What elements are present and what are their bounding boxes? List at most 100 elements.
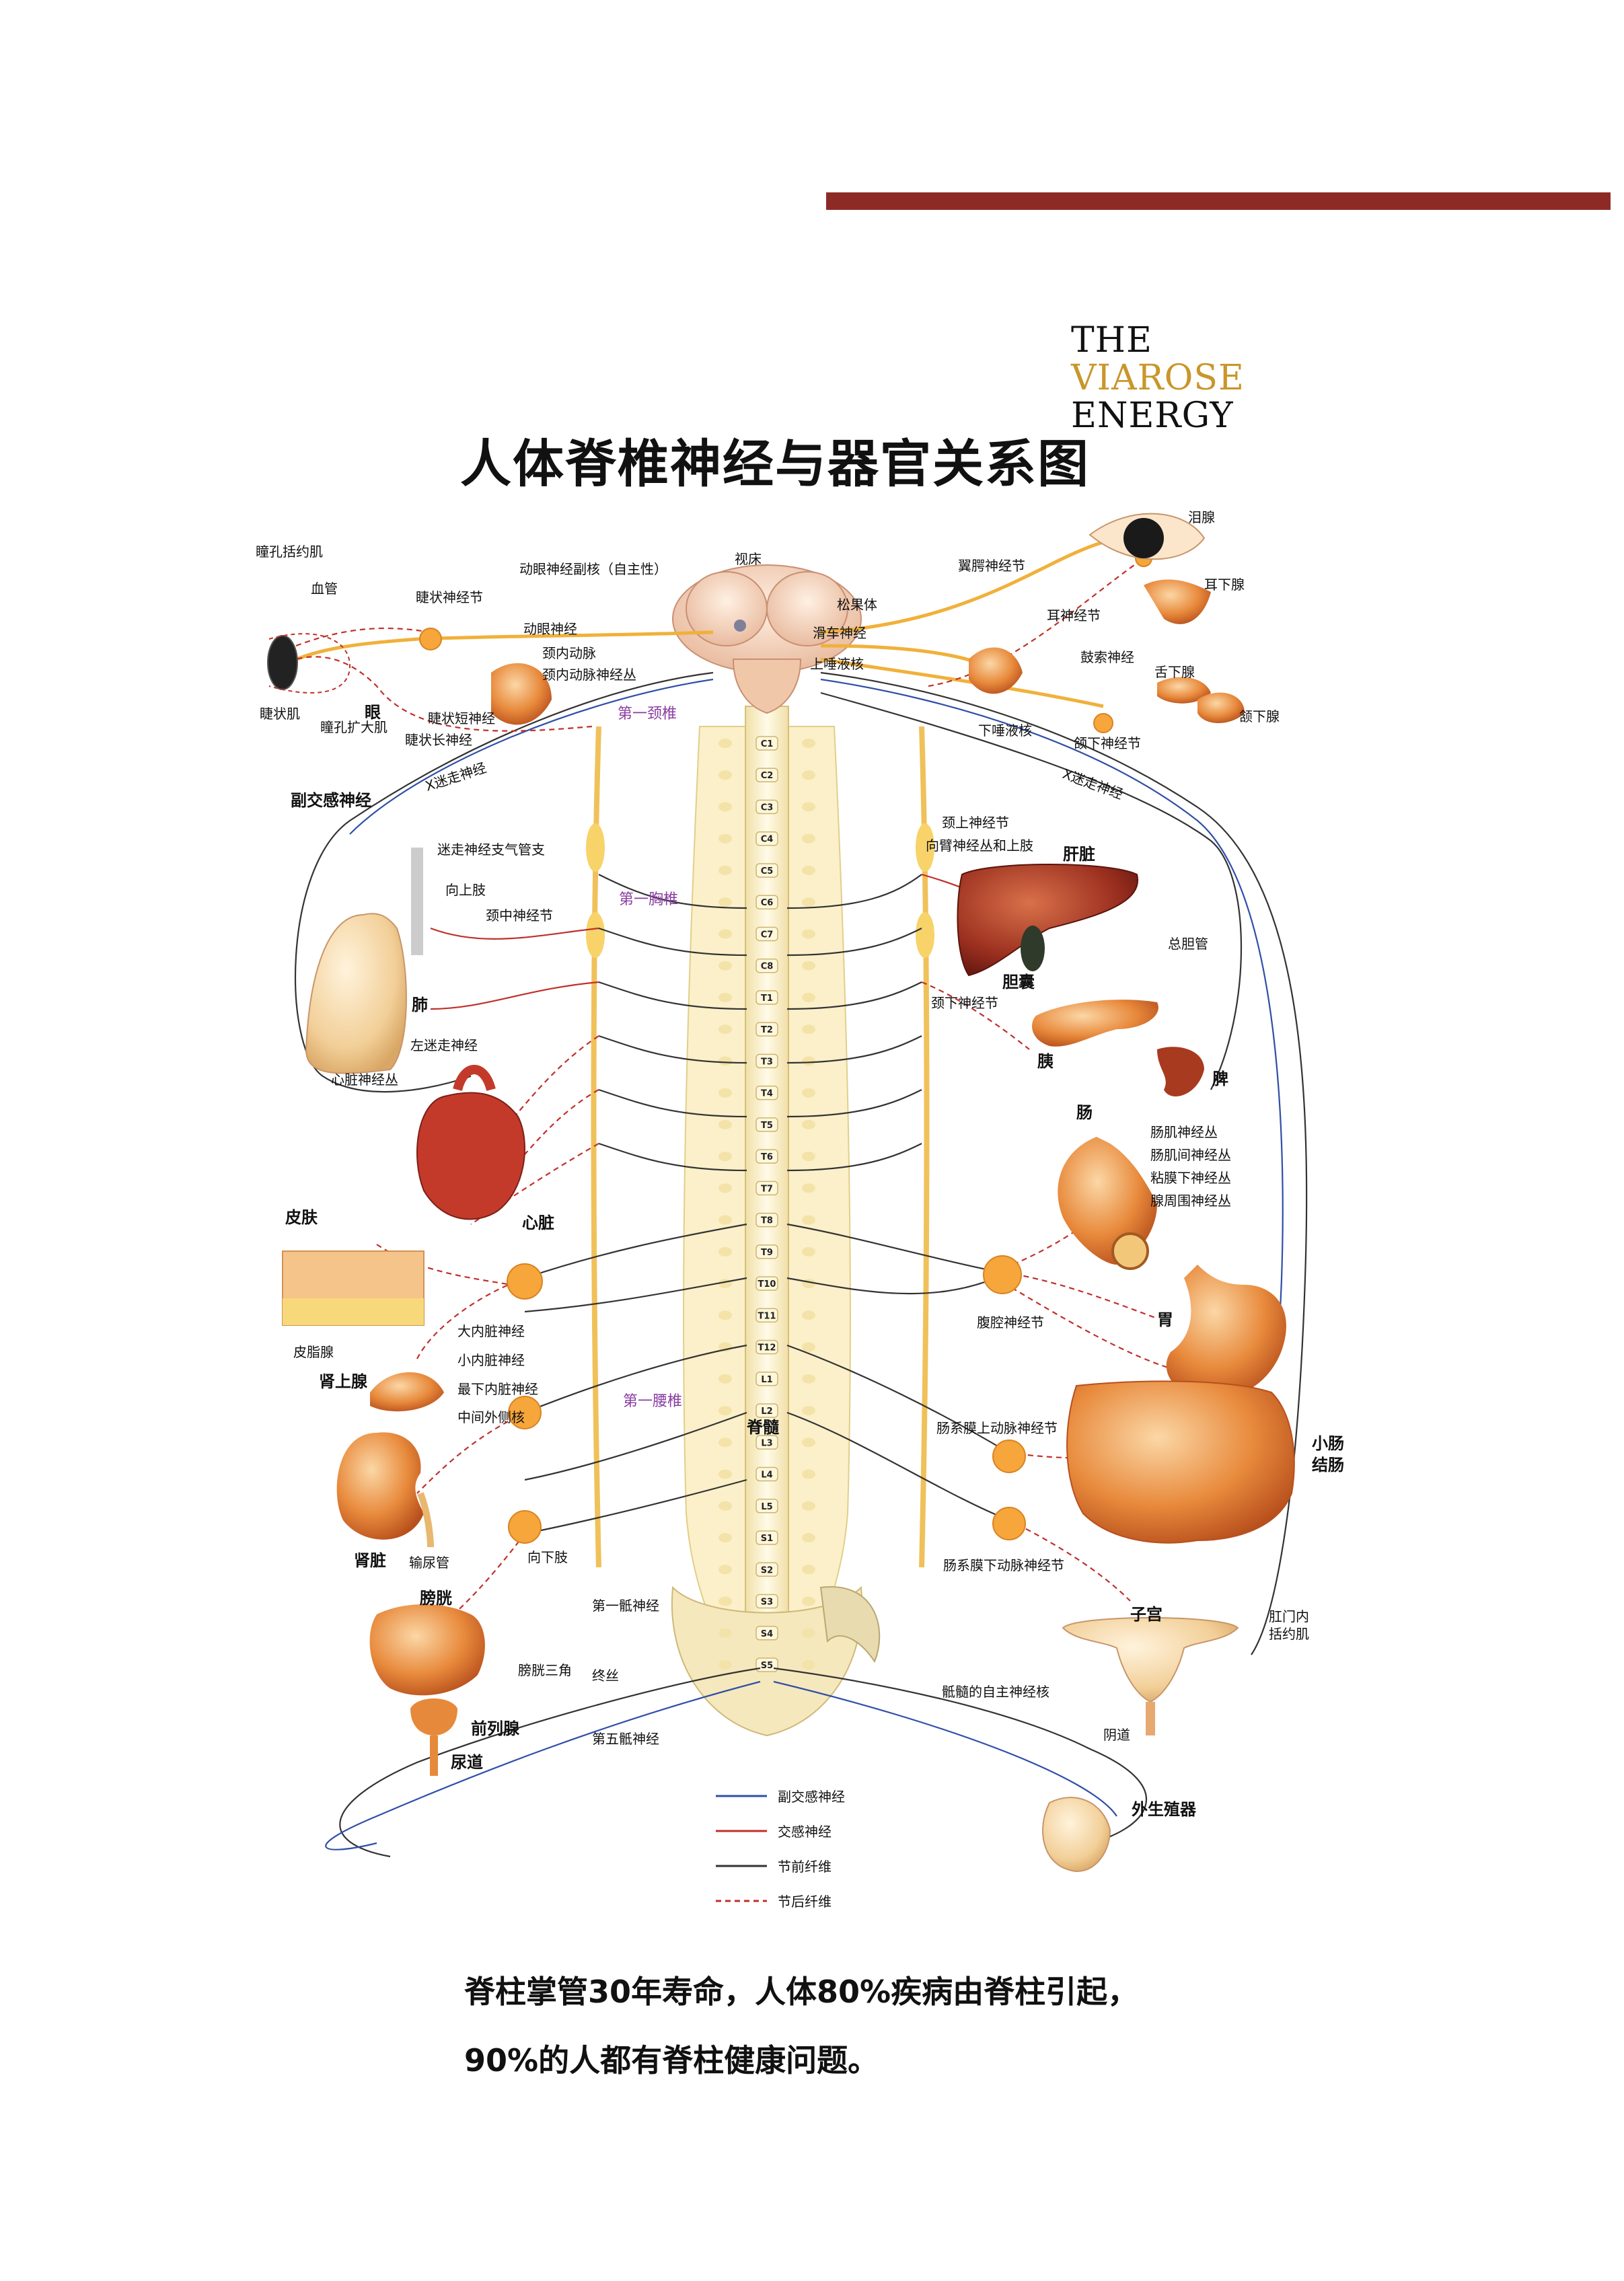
label-pancreas: 胰 [1037,1052,1054,1071]
sympathetic-chains [586,726,934,1568]
label-sebaceous: 皮脂腺 [293,1344,334,1360]
label-intermuscular: 肠肌间神经丛 [1150,1147,1231,1163]
vertebra-process [802,929,815,939]
label-cardiac-plexus: 心脏神经丛 [331,1072,398,1088]
label-adrenal: 肾上腺 [319,1372,368,1391]
label-sublingual: 舌下腺 [1154,664,1195,680]
brand-line-the: THE [1071,320,1152,361]
vertebra-process [802,770,815,780]
label-sup-mesenteric: 肠系膜上动脉神经节 [936,1420,1058,1436]
vertebra-label: C4 [761,835,774,845]
vertebra-process [718,1024,732,1035]
vertebra-process [802,1406,815,1416]
vertebra-process [802,1056,815,1066]
vertebra-process [802,1660,815,1670]
label-fifth-sacral: 第五骶神经 [592,1731,659,1747]
vertebra-box [755,1276,778,1291]
label-vagina: 阴道 [1103,1727,1130,1743]
vertebra-process [802,961,815,971]
label-left-vagus: 左迷走神经 [410,1037,478,1053]
vertebra-label: S4 [761,1629,773,1639]
label-gallbladder: 胆囊 [1002,973,1035,992]
vertebra-label: T4 [761,1089,773,1099]
nerve-fibers [288,536,1308,1858]
label-kidney: 肾脏 [354,1551,386,1570]
vertebra-label: L2 [761,1407,772,1417]
vertebra-process [718,1374,732,1384]
center-labels: 视床 松果体 滑车神经 上唾液核 第一颈椎 第一胸椎 第一腰椎 脊髓 [618,551,877,1437]
label-urethra: 尿道 [451,1753,483,1772]
vertebra-label: C7 [761,930,774,940]
vertebra-process [718,1406,732,1416]
label-first-lumbar: 第一腰椎 [623,1393,682,1410]
label-sacral-autonomic: 骶髓的自主神经核 [942,1684,1049,1700]
vertebra-label: C8 [761,962,774,972]
uterus-organ [1062,1617,1239,1703]
vertebra-label: T2 [761,1025,773,1035]
heart-organ [416,1092,525,1220]
vertebra-process [718,802,732,812]
vertebra-label: L4 [761,1470,772,1481]
vertebra-label: T5 [761,1121,773,1131]
legend-label: 交感神经 [778,1824,832,1840]
vertebra-process [802,1119,815,1129]
vertebra-label: T1 [761,994,773,1004]
vertebra-process [718,961,732,971]
vertebra-box [755,958,778,973]
vertebra-box [755,1022,778,1037]
vertebra-process [718,770,732,780]
right-labels: 泪腺 翼腭神经节 耳下腺 耳神经节 鼓索神经 舌下腺 颔下腺 下唾液核 颌下神经… [926,509,1344,1819]
label-bladder: 膀胱 [419,1589,452,1608]
vertebra-box [755,990,778,1005]
vertebra-process [802,1342,815,1352]
vertebra-box [755,1308,778,1323]
legend-label: 节后纤维 [778,1894,832,1910]
vertebra-box [755,1339,778,1355]
vertebra-box [755,1372,778,1386]
vertebra-process [802,1628,815,1638]
label-uterus: 子宫 [1130,1605,1162,1624]
vertebra-process [802,992,815,1002]
vertebra-box [755,926,778,942]
vertebra-process [802,1088,815,1098]
parotid-organ [1144,579,1211,624]
label-middle-cervical: 颈中神经节 [486,907,553,924]
label-stomach: 胃 [1157,1310,1173,1329]
vertebra-process [718,1565,732,1575]
spleen-organ [1157,1047,1204,1096]
organs [267,513,1295,1872]
label-first-cervical: 第一颈椎 [618,706,677,722]
vertebra-label: S5 [761,1661,773,1671]
brand-logo: THE VIAROSE ENERGY [1071,322,1245,435]
label-oculomotor-accessory: 动眼神经副核（自主性） [519,561,667,577]
vertebra-label: T6 [761,1152,773,1162]
vertebra-box [755,1435,778,1450]
vertebra-label: S3 [761,1598,773,1608]
caption-line-2: 90%的人都有脊柱健康问题。 [464,2042,879,2079]
label-anal-sphincter-1: 肛门内 [1269,1608,1309,1624]
vertebra-label: C1 [761,739,774,749]
brand-line-energy: ENERGY [1071,396,1234,436]
pancreas-organ [1032,1000,1158,1047]
vertebra-process [718,1310,732,1320]
label-thalamus: 视床 [735,551,762,567]
label-genitals: 外生殖器 [1132,1800,1197,1819]
vertebra-process [718,897,732,907]
vertebra-process [718,739,732,748]
vertebra-label: T11 [758,1311,776,1321]
vertebra-process [802,1310,815,1320]
label-intestine: 肠 [1076,1103,1093,1122]
vertebra-label: T9 [761,1248,773,1258]
label-trigone: 膀胱三角 [518,1662,572,1678]
label-intermediolateral: 中间外侧核 [457,1409,525,1425]
vertebra-process [718,1628,732,1638]
label-long-ciliary: 睫状长神经 [405,732,472,748]
vertebra-box [755,1530,778,1545]
vertebra-box [755,1117,778,1132]
label-vagus-right: X迷走神经 [1060,765,1125,802]
vertebra-box [755,1244,778,1259]
vertebra-label: C6 [761,898,774,908]
caption-line-1: 脊柱掌管30年寿命，人体80%疾病由脊柱引起， [464,1974,1139,2010]
vertebra-box [755,1562,778,1577]
vertebra-process [718,1533,732,1543]
